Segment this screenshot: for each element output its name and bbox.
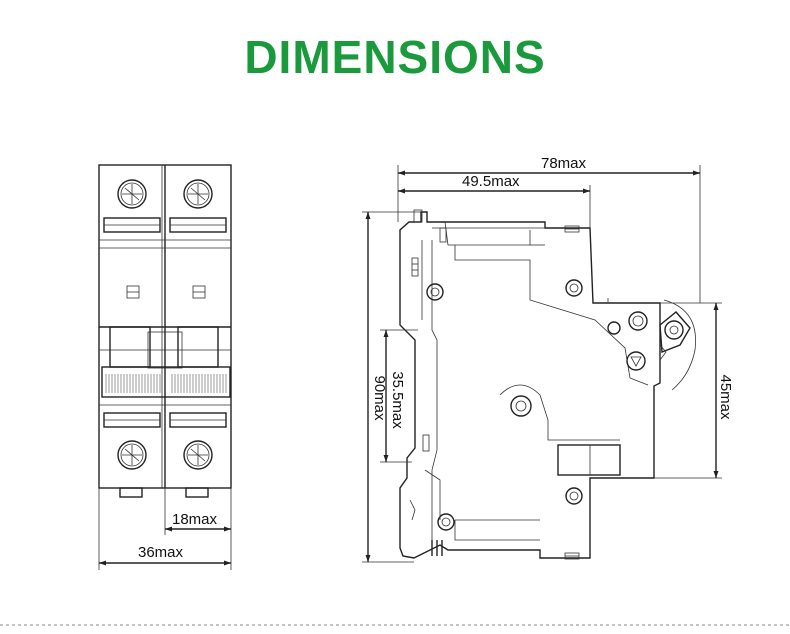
terminal-screw-icon [183, 179, 213, 209]
terminal-screw-icon [117, 179, 147, 209]
rivet-icon [607, 321, 621, 335]
page-title: DIMENSIONS [244, 31, 546, 83]
indicator-arrow-icon [626, 351, 646, 371]
toggle-handle [101, 366, 231, 398]
rail-label: 35.5max [389, 371, 406, 429]
rivet-icon [510, 395, 532, 417]
terminal-screw-icon [183, 440, 213, 470]
module-width-label: 18max [172, 511, 218, 528]
partial-depth-label: 49.5max [462, 173, 520, 190]
rivet-icon [565, 279, 583, 297]
front-view: 18max 36max [98, 164, 232, 570]
rivet-icon [426, 283, 444, 301]
side-view: 78max 49.5max 90max 35.5max 45max [362, 155, 734, 563]
label-window [557, 444, 621, 476]
toggle-lever-icon [659, 299, 697, 391]
rivet-icon [628, 311, 648, 331]
width-label: 36max [138, 544, 184, 561]
front-height-label: 45max [717, 374, 734, 420]
terminal-screw-icon [117, 440, 147, 470]
depth-label: 78max [541, 155, 587, 172]
rivet-icon [565, 487, 583, 505]
rivet-icon [437, 513, 455, 531]
